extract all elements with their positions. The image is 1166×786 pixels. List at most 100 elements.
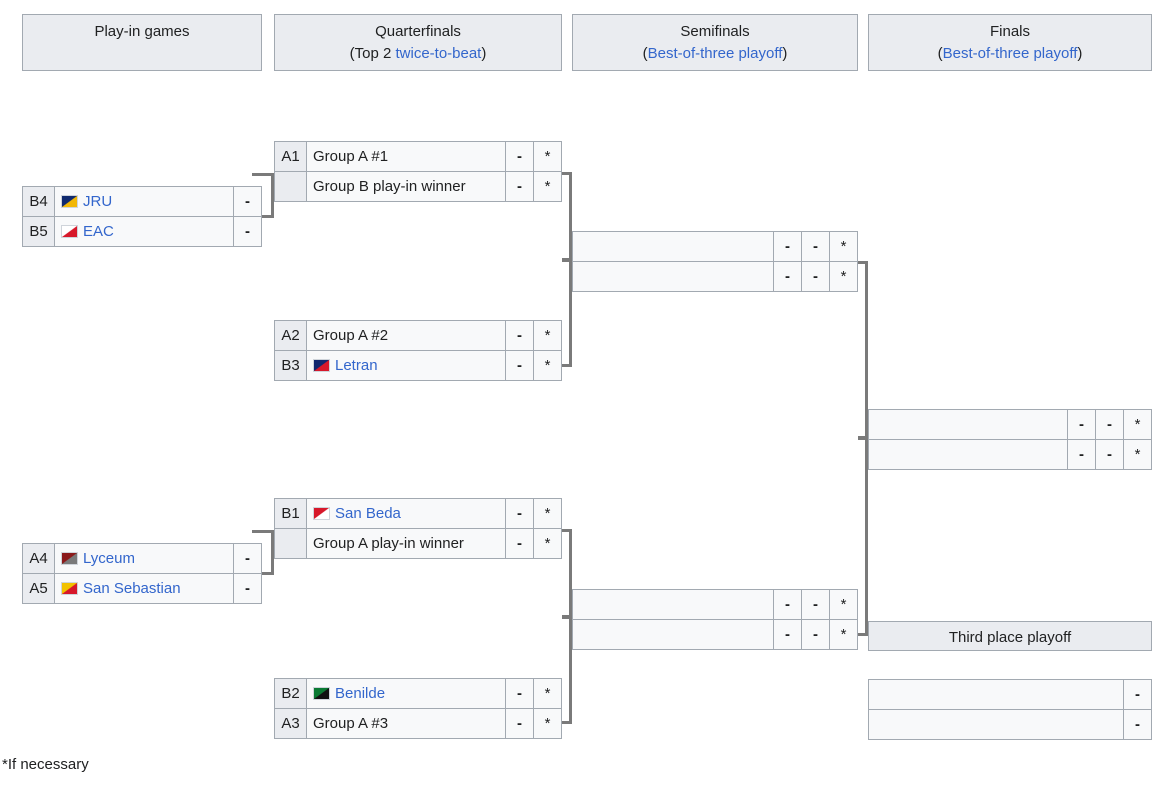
team-cell[interactable]: Group A #1	[306, 141, 506, 172]
team-name: Group B play-in winner	[313, 178, 466, 195]
game2-score-cell: -	[801, 231, 830, 262]
seed-label: B4	[22, 186, 55, 217]
subtitle-prefix: (	[937, 44, 943, 62]
footnote-if-necessary: *If necessary	[2, 756, 89, 773]
subtitle-suffix: )	[481, 44, 487, 62]
table-row[interactable]: -	[868, 679, 1152, 710]
if-necessary-marker: *	[829, 231, 858, 262]
round-header-play-in: Play-in games	[22, 14, 262, 71]
team-cell[interactable]: EAC	[54, 216, 234, 247]
table-row[interactable]: - - *	[572, 261, 858, 292]
if-necessary-marker: *	[1123, 439, 1152, 470]
if-necessary-marker: *	[533, 320, 562, 351]
best-of-three-link[interactable]: Best-of-three playoff	[942, 44, 1078, 62]
subtitle-prefix: (Top 2	[349, 44, 396, 62]
team-name: Group A #3	[313, 715, 389, 732]
seed-label: A4	[22, 543, 55, 574]
team-name[interactable]: Benilde	[335, 685, 386, 702]
table-row[interactable]: B1 San Beda - *	[274, 498, 562, 529]
team-name[interactable]: JRU	[83, 193, 113, 210]
if-necessary-marker: *	[533, 498, 562, 529]
score-cell: -	[233, 573, 262, 604]
match-playin-group-b: B4 JRU - B5 EAC -	[22, 186, 262, 247]
connector-stub-semifinal-1	[562, 258, 574, 262]
match-quarterfinal-3: B1 San Beda - * Group A play-in winner -…	[274, 498, 562, 559]
team-cell[interactable]	[868, 439, 1068, 470]
score-cell: -	[505, 708, 534, 739]
team-cell[interactable]: JRU	[54, 186, 234, 217]
team-cell[interactable]: Lyceum	[54, 543, 234, 574]
table-row[interactable]: - - *	[868, 439, 1152, 470]
team-cell[interactable]	[868, 409, 1068, 440]
match-quarterfinal-2: A2 Group A #2 - * B3 Letran - *	[274, 320, 562, 381]
best-of-three-link[interactable]: Best-of-three playoff	[647, 44, 783, 62]
table-row[interactable]: B4 JRU -	[22, 186, 262, 217]
round-header-title: Finals	[989, 23, 1030, 40]
table-row[interactable]: B5 EAC -	[22, 216, 262, 247]
team-cell[interactable]: Group A #3	[306, 708, 506, 739]
match-playin-group-a: A4 Lyceum - A5 San Sebastian -	[22, 543, 262, 604]
round-header-subtitle: (Top 2 twice-to-beat)	[279, 43, 557, 65]
table-row[interactable]: - - *	[572, 619, 858, 650]
team-cell[interactable]: Group B play-in winner	[306, 171, 506, 202]
team-cell[interactable]	[868, 679, 1124, 710]
if-necessary-marker: *	[533, 528, 562, 559]
table-row[interactable]: A2 Group A #2 - *	[274, 320, 562, 351]
connector-stub-semifinal-2	[562, 615, 574, 619]
team-name: Group A #2	[313, 327, 389, 344]
team-cell[interactable]	[868, 709, 1124, 740]
table-row[interactable]: A3 Group A #3 - *	[274, 708, 562, 739]
team-name[interactable]: Letran	[335, 357, 378, 374]
table-row[interactable]: A1 Group A #1 - *	[274, 141, 562, 172]
if-necessary-marker: *	[829, 589, 858, 620]
twice-to-beat-link[interactable]: twice-to-beat	[395, 44, 482, 62]
score-cell: -	[1123, 709, 1152, 740]
table-row[interactable]: B2 Benilde - *	[274, 678, 562, 709]
team-name[interactable]: Lyceum	[83, 550, 135, 567]
team-cell[interactable]: Group A #2	[306, 320, 506, 351]
table-row[interactable]: -	[868, 709, 1152, 740]
third-place-header: Third place playoff	[868, 621, 1152, 651]
team-cell[interactable]: San Sebastian	[54, 573, 234, 604]
game2-score-cell: -	[1095, 409, 1124, 440]
connector-stub-final	[858, 436, 870, 440]
team-name[interactable]: San Beda	[335, 505, 401, 522]
connector-semifinals-to-final	[844, 261, 868, 636]
table-row[interactable]: - - *	[572, 589, 858, 620]
score-cell: -	[505, 678, 534, 709]
table-row[interactable]: Group A play-in winner - *	[274, 528, 562, 559]
if-necessary-marker: *	[533, 678, 562, 709]
table-row[interactable]: A4 Lyceum -	[22, 543, 262, 574]
seed-label: A3	[274, 708, 307, 739]
lyceum-flag-icon	[61, 552, 78, 565]
team-cell[interactable]: Group A play-in winner	[306, 528, 506, 559]
team-cell[interactable]: Benilde	[306, 678, 506, 709]
if-necessary-marker: *	[533, 141, 562, 172]
table-row[interactable]: A5 San Sebastian -	[22, 573, 262, 604]
team-cell[interactable]	[572, 619, 774, 650]
third-place-title: Third place playoff	[948, 629, 1072, 646]
team-name: Group A #1	[313, 148, 389, 165]
team-cell[interactable]	[572, 261, 774, 292]
san-beda-flag-icon	[313, 507, 330, 520]
team-cell[interactable]	[572, 589, 774, 620]
jru-flag-icon	[61, 195, 78, 208]
subtitle-suffix: )	[782, 44, 788, 62]
team-name[interactable]: EAC	[83, 223, 114, 240]
round-header-finals: Finals (Best-of-three playoff)	[868, 14, 1152, 71]
seed-label: B5	[22, 216, 55, 247]
team-cell[interactable]: Letran	[306, 350, 506, 381]
seed-label	[274, 171, 307, 202]
team-name[interactable]: San Sebastian	[83, 580, 181, 597]
table-row[interactable]: B3 Letran - *	[274, 350, 562, 381]
table-row[interactable]: - - *	[572, 231, 858, 262]
letran-flag-icon	[313, 359, 330, 372]
subtitle-suffix: )	[1077, 44, 1083, 62]
if-necessary-marker: *	[1123, 409, 1152, 440]
table-row[interactable]: Group B play-in winner - *	[274, 171, 562, 202]
team-cell[interactable]: San Beda	[306, 498, 506, 529]
table-row[interactable]: - - *	[868, 409, 1152, 440]
game1-score-cell: -	[1067, 439, 1096, 470]
team-cell[interactable]	[572, 231, 774, 262]
score-cell: -	[505, 141, 534, 172]
